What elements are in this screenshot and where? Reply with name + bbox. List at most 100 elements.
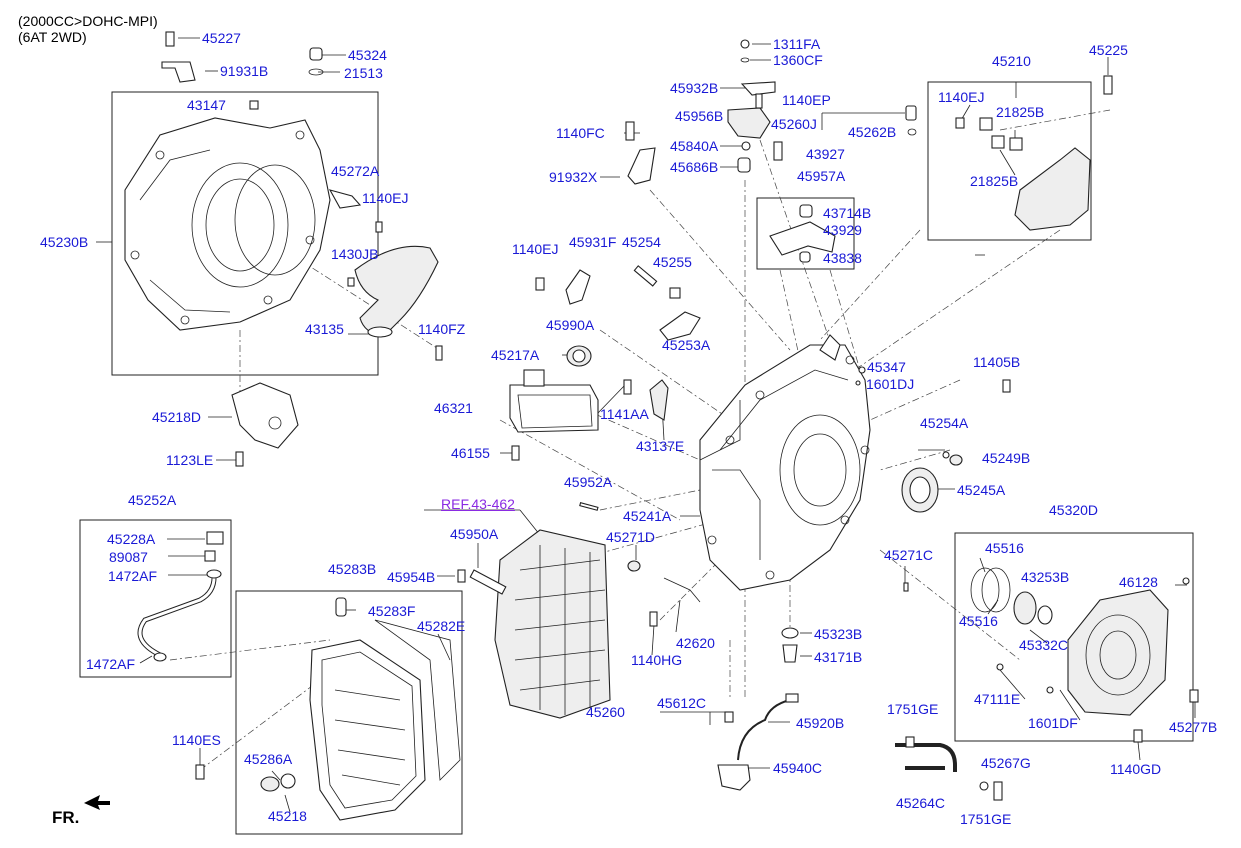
part-label[interactable]: 1140FZ	[418, 321, 466, 337]
part-label[interactable]: 45347	[867, 359, 906, 375]
part-label[interactable]: 45260	[586, 704, 625, 720]
part-label[interactable]: 45218	[268, 808, 307, 824]
part-label[interactable]: 1140EJ	[362, 190, 409, 206]
part-label[interactable]: 1601DF	[1028, 715, 1078, 731]
valve-body-cover-parts	[625, 39, 917, 263]
cover-group-box	[954, 532, 1194, 742]
part-label[interactable]: 45255	[653, 254, 692, 270]
transmission-spec: (6AT 2WD)	[18, 29, 87, 45]
bracket-45210	[955, 75, 1113, 231]
part-label[interactable]: 45264C	[896, 795, 946, 811]
part-label[interactable]: 45262B	[848, 124, 897, 140]
part-label[interactable]: 1430JB	[331, 246, 379, 262]
part-label[interactable]: 45283B	[328, 561, 377, 577]
part-label[interactable]: 45245A	[957, 482, 1006, 498]
part-label[interactable]: 45217A	[491, 347, 540, 363]
part-label[interactable]: 45271C	[884, 547, 934, 563]
part-label[interactable]: 43714B	[823, 205, 872, 221]
part-label[interactable]: 1123LE	[166, 452, 214, 468]
part-label[interactable]: 1140EP	[782, 92, 831, 108]
part-label[interactable]: 42620	[676, 635, 715, 651]
part-label[interactable]: 45218D	[152, 409, 202, 425]
part-label[interactable]: 45254	[622, 234, 661, 250]
part-label[interactable]: 45228A	[107, 531, 156, 547]
part-label[interactable]: 21513	[344, 65, 383, 81]
part-label[interactable]: 43929	[823, 222, 862, 238]
part-label[interactable]: 1751GE	[960, 811, 1012, 827]
part-label[interactable]: 45954B	[387, 569, 436, 585]
part-label[interactable]: 21825B	[970, 173, 1019, 189]
part-label[interactable]: 45283F	[368, 603, 416, 619]
part-label[interactable]: 45956B	[675, 108, 724, 124]
detent-group-box	[756, 197, 855, 270]
part-label[interactable]: 45950A	[450, 526, 499, 542]
part-label[interactable]: 46321	[434, 400, 473, 416]
part-label[interactable]: 45241A	[623, 508, 672, 524]
part-label[interactable]: 21825B	[996, 104, 1045, 120]
case-small-parts	[855, 366, 1011, 592]
part-label[interactable]: 1140EJ	[512, 241, 559, 257]
part-label[interactable]: 89087	[109, 549, 148, 565]
part-label[interactable]: 1360CF	[773, 52, 823, 68]
part-label[interactable]: 47111E	[974, 691, 1021, 707]
part-label[interactable]: 45225	[1089, 42, 1128, 58]
part-label[interactable]: 43137E	[636, 438, 685, 454]
part-label[interactable]: 45227	[202, 30, 241, 46]
part-label[interactable]: 45323B	[814, 626, 863, 642]
part-label[interactable]: 43838	[823, 250, 862, 266]
part-label[interactable]: 11405B	[973, 354, 1021, 370]
part-label[interactable]: 45957A	[797, 168, 846, 184]
part-label[interactable]: 1140FC	[556, 125, 605, 141]
oil-pan-group-box	[235, 590, 463, 835]
part-label[interactable]: 45990A	[546, 317, 595, 333]
part-label[interactable]: 45249B	[982, 450, 1031, 466]
part-label[interactable]: 1140EJ	[938, 89, 985, 105]
part-label[interactable]: 45267G	[981, 755, 1031, 771]
part-label[interactable]: 91932X	[549, 169, 598, 185]
part-label[interactable]: 1601DJ	[866, 376, 915, 392]
part-label[interactable]: 45254A	[920, 415, 969, 431]
part-label[interactable]: 43253B	[1021, 569, 1070, 585]
part-label[interactable]: 46155	[451, 445, 490, 461]
part-label[interactable]: 45210	[992, 53, 1031, 69]
reference-link[interactable]: REF.43-462	[441, 496, 515, 512]
part-label[interactable]: 45840A	[670, 138, 719, 154]
part-label[interactable]: 45260J	[771, 116, 817, 132]
part-label[interactable]: 1751GE	[887, 701, 939, 717]
part-label[interactable]: 45252A	[128, 492, 177, 508]
part-label[interactable]: 91931B	[220, 63, 269, 79]
part-label[interactable]: 45230B	[40, 234, 89, 250]
part-label[interactable]: 1472AF	[86, 656, 136, 672]
part-label[interactable]: 45282E	[417, 618, 466, 634]
part-label[interactable]: 45612C	[657, 695, 707, 711]
part-label[interactable]: 1141AA	[600, 406, 649, 422]
part-label[interactable]: 1140ES	[172, 732, 221, 748]
part-label[interactable]: 45332C	[1019, 637, 1069, 653]
part-label[interactable]: 45272A	[331, 163, 380, 179]
part-label[interactable]: 1140GD	[1110, 761, 1162, 777]
sensor-45272A	[328, 189, 383, 233]
part-label[interactable]: 43927	[806, 146, 845, 162]
part-label[interactable]: 45931F	[569, 234, 617, 250]
part-label[interactable]: 1311FA	[773, 36, 821, 52]
part-label[interactable]: 43135	[305, 321, 344, 337]
part-label[interactable]: 45952A	[564, 474, 613, 490]
part-label[interactable]: 43171B	[814, 649, 863, 665]
part-label[interactable]: 45686B	[670, 159, 719, 175]
part-label[interactable]: 45932B	[670, 80, 719, 96]
bracket-42620	[649, 577, 701, 627]
part-label[interactable]: 45324	[348, 47, 387, 63]
part-label[interactable]: 45277B	[1169, 719, 1218, 735]
part-label[interactable]: 45516	[959, 613, 998, 629]
part-label[interactable]: 43147	[187, 97, 226, 113]
part-label[interactable]: 45920B	[796, 715, 845, 731]
part-label[interactable]: 1140HG	[631, 652, 683, 668]
part-label[interactable]: 45253A	[662, 337, 711, 353]
part-label[interactable]: 45940C	[773, 760, 823, 776]
part-label[interactable]: 46128	[1119, 574, 1158, 590]
part-label[interactable]: 1472AF	[108, 568, 158, 584]
part-label[interactable]: 45286A	[244, 751, 293, 767]
part-label[interactable]: 45320D	[1049, 502, 1099, 518]
part-label[interactable]: 45271D	[606, 529, 656, 545]
part-label[interactable]: 45516	[985, 540, 1024, 556]
